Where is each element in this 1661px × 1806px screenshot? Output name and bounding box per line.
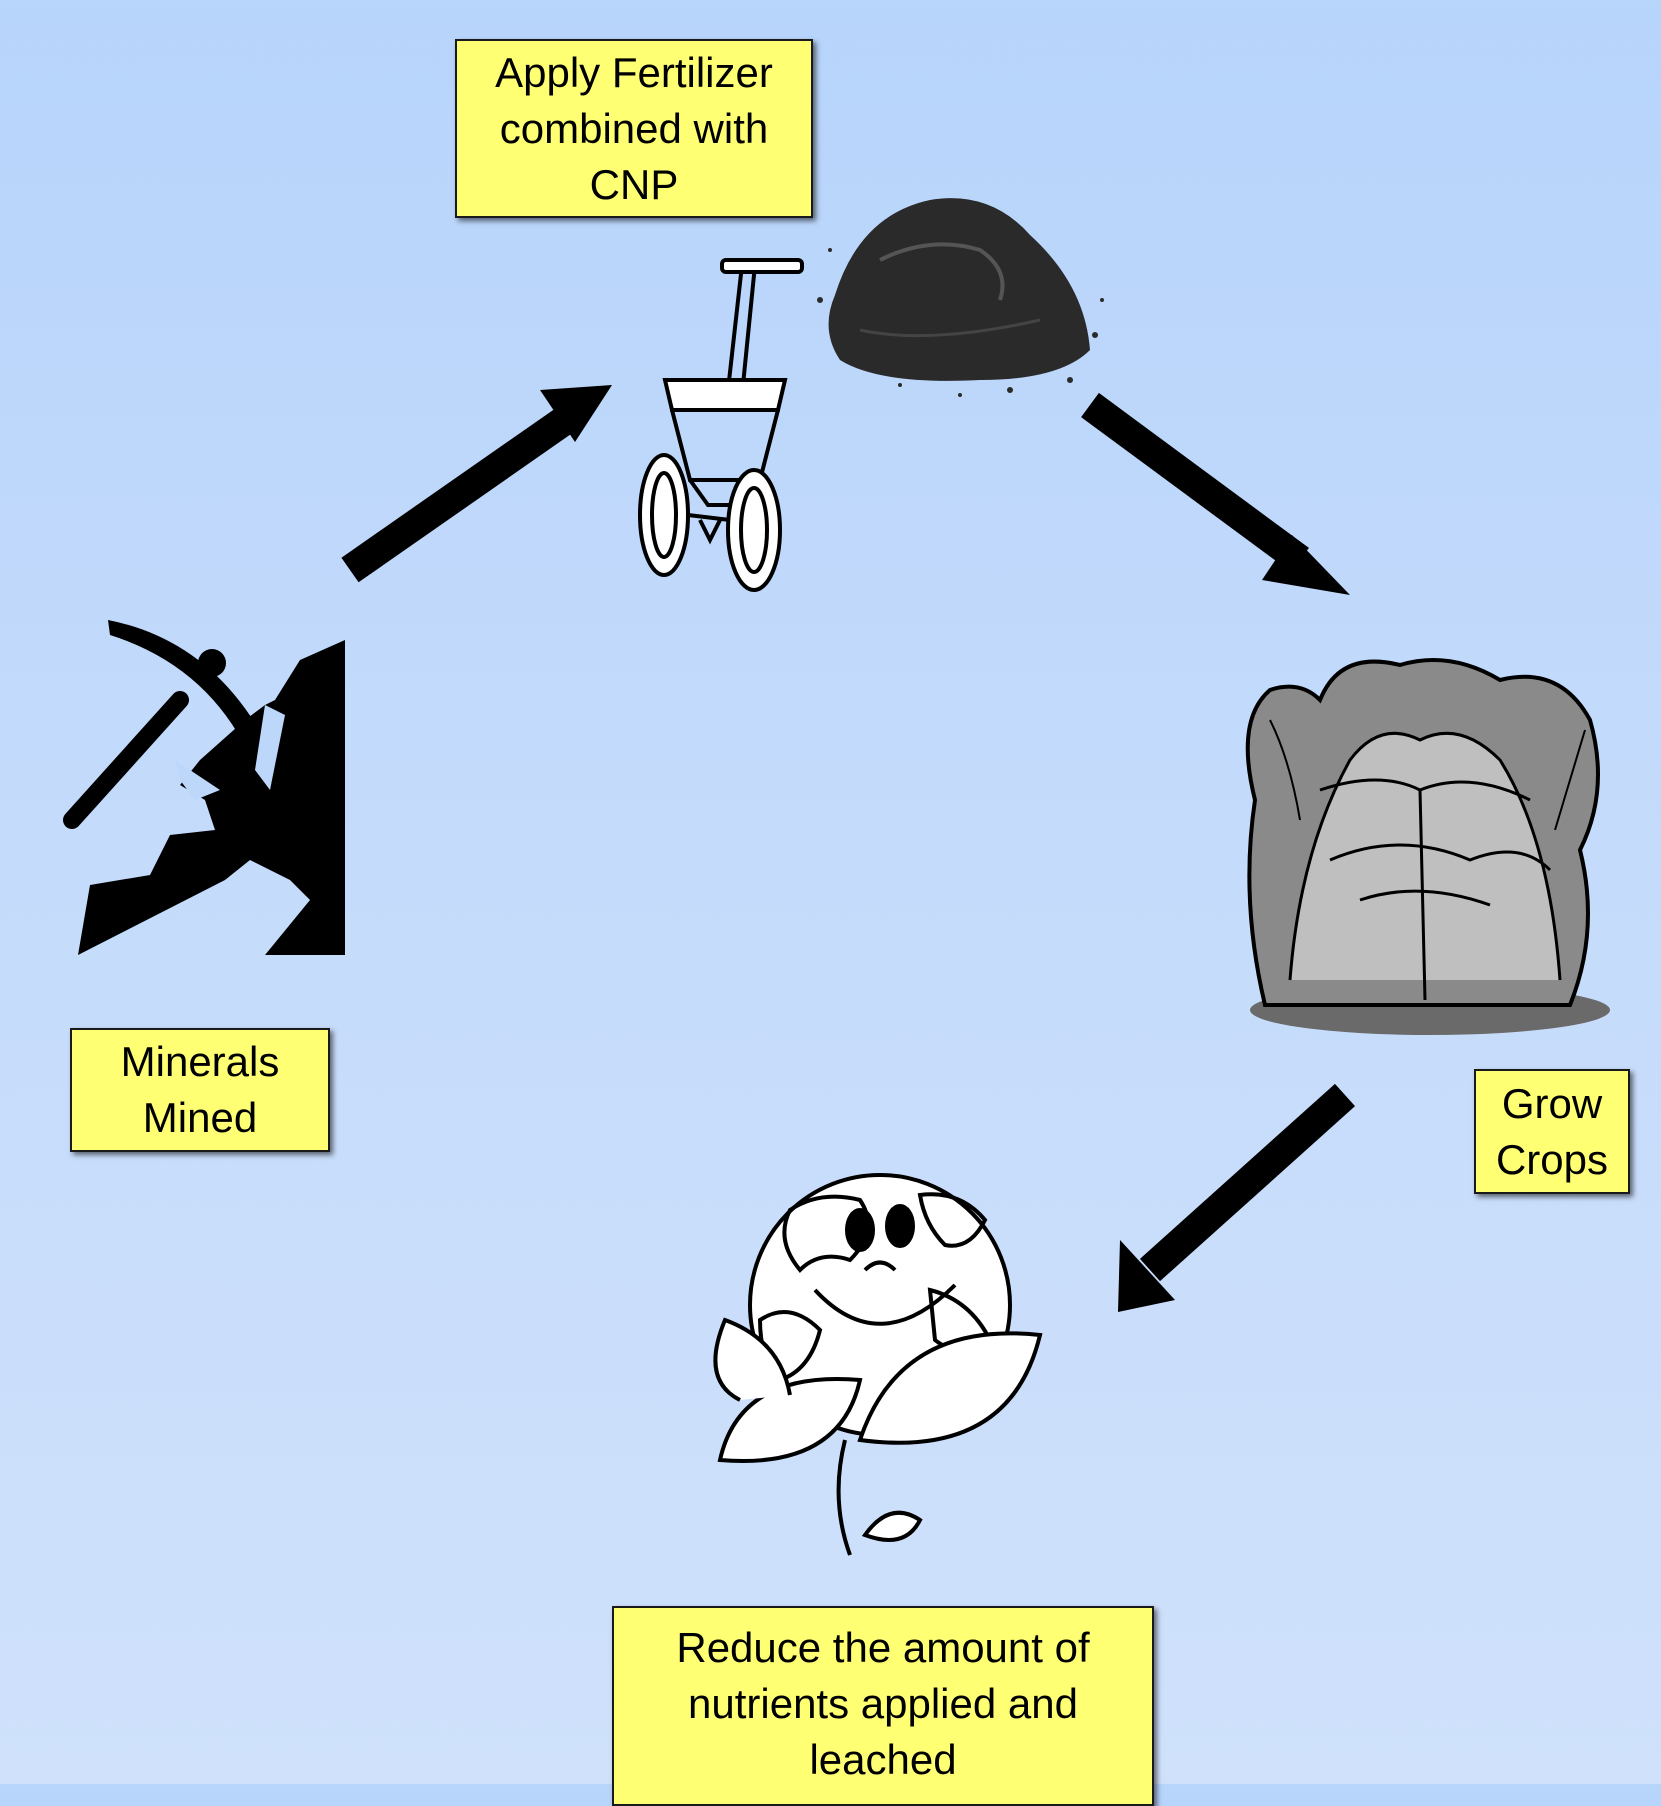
fertilizer-spreader-icon [638,258,804,592]
arrow-mine-to-fertilizer [341,385,612,583]
smiling-earth-icon [713,1173,1043,1556]
lettuce-icon [1245,658,1610,1035]
arrow-crops-to-earth [1118,1083,1356,1312]
grow-crops-label: Grow Crops [1474,1069,1630,1194]
minerals-mined-label: Minerals Mined [70,1028,330,1152]
apply-fertilizer-label: Apply Fertilizer combined with CNP [455,39,813,218]
arrow-fertilizer-to-crops [1081,392,1350,595]
reduce-nutrients-label: Reduce the amount of nutrients applied a… [612,1606,1154,1806]
soil-pile-icon [817,198,1104,397]
miner-icon [63,620,345,955]
